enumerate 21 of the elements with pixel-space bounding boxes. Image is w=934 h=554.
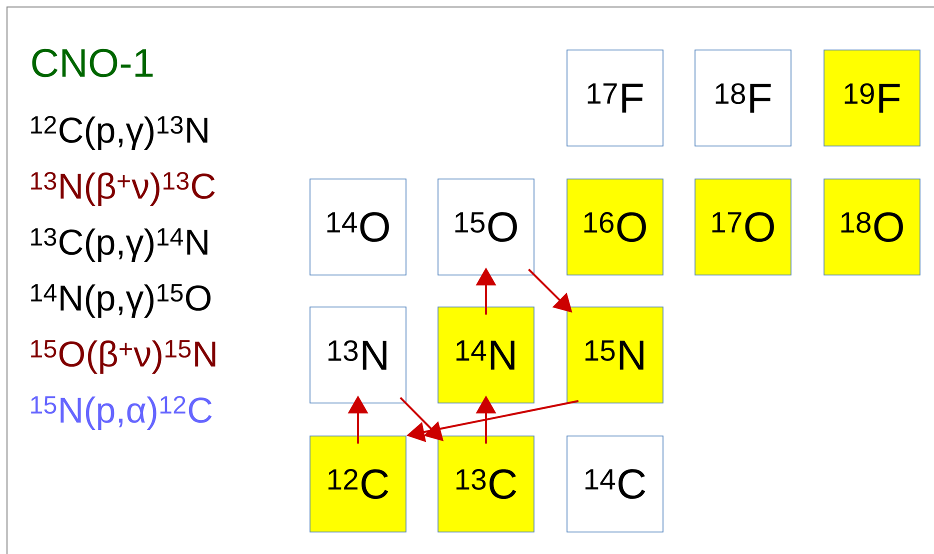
isotope-box: $^{16}$O — [566, 178, 664, 276]
title: CNO-1 — [32, 48, 153, 78]
isotope-box: $^{17}$O — [694, 178, 792, 276]
reaction-label: $^{13}$C(p,γ)$^{14}$N — [31, 228, 208, 262]
reaction-label: $^{13}$N(β$^{+}$ν)$^{13}$C — [31, 172, 215, 206]
isotope-box: $^{17}$F — [566, 50, 664, 146]
isotope-box: $^{18}$O — [824, 178, 920, 276]
isotope-box: $^{13}$C — [438, 436, 534, 532]
isotope-box: $^{18}$F — [694, 50, 792, 146]
isotope-box: $^{12}$C — [310, 436, 406, 532]
reaction-label: $^{14}$N(p,γ)$^{15}$O — [31, 284, 211, 318]
reaction-label: $^{15}$N(p,α)$^{12}$C — [31, 396, 212, 430]
isotope-box: $^{14}$N — [438, 306, 534, 404]
isotope-box: $^{15}$O — [438, 178, 534, 276]
isotope-box: $^{19}$F — [824, 50, 920, 146]
isotope-box: $^{13}$N — [310, 306, 406, 404]
reaction-label: $^{15}$O(β$^{+}$ν)$^{15}$N — [31, 340, 216, 374]
isotope-box: $^{15}$N — [566, 306, 664, 404]
isotope-box: $^{14}$O — [310, 178, 406, 276]
reaction-label: $^{12}$C(p,γ)$^{13}$N — [31, 116, 208, 150]
isotope-box: $^{14}$C — [566, 436, 664, 532]
